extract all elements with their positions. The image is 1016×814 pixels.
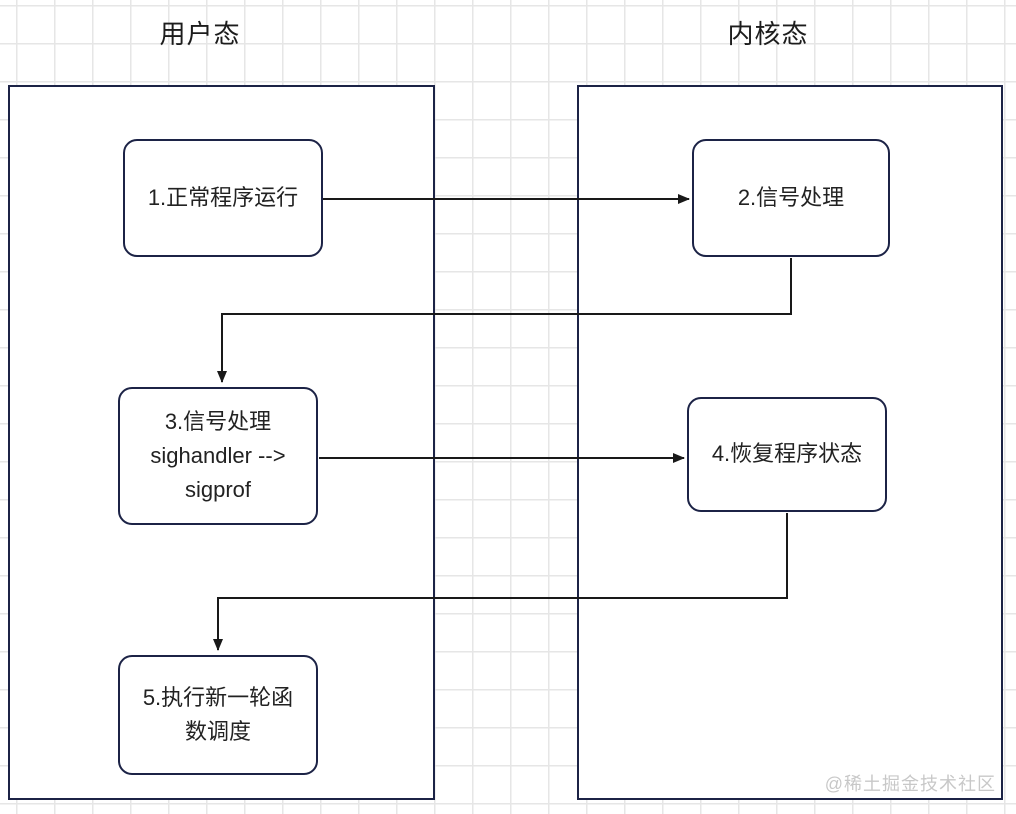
flow-node-signal-handling: 2.信号处理 (692, 139, 890, 257)
lane-header-user-mode: 用户态 (159, 19, 241, 49)
lane-header-kernel-mode: 内核态 (727, 19, 809, 49)
watermark: @稀土掘金技术社区 (824, 774, 996, 794)
flow-node-sighandler-sigprof: 3.信号处理 sighandler --> sigprof (118, 387, 318, 525)
flow-node-new-scheduling-round: 5.执行新一轮函 数调度 (118, 655, 318, 775)
flow-node-restore-program-state: 4.恢复程序状态 (687, 397, 887, 512)
flow-node-normal-program-run: 1.正常程序运行 (123, 139, 323, 257)
